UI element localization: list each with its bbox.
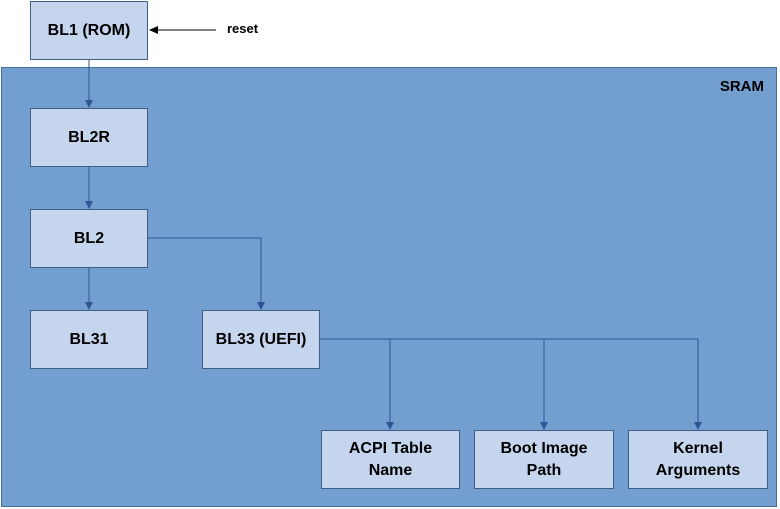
node-bl31: BL31 xyxy=(30,310,148,369)
node-bl33-uefi: BL33 (UEFI) xyxy=(202,310,320,369)
node-bl2: BL2 xyxy=(30,209,148,268)
node-bl1-rom: BL1 (ROM) xyxy=(30,1,148,60)
sram-region-label: SRAM xyxy=(719,78,764,95)
node-boot-image-path: Boot Image Path xyxy=(474,430,614,489)
reset-label: reset xyxy=(227,21,259,36)
node-acpi-table-name: ACPI Table Name xyxy=(321,430,460,489)
node-bl2r: BL2R xyxy=(30,108,148,167)
node-kernel-arguments: Kernel Arguments xyxy=(628,430,768,489)
